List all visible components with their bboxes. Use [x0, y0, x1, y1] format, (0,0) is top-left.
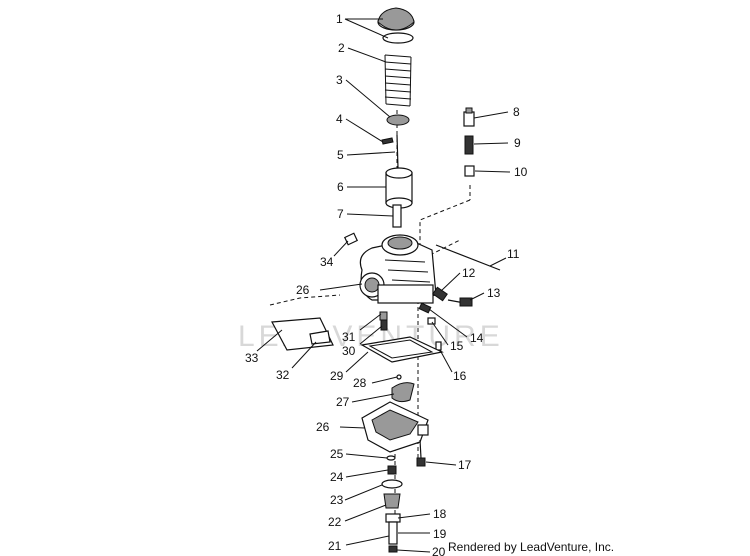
callout-3: 3 — [336, 73, 343, 87]
callout-11: 11 — [507, 247, 520, 261]
part-20-plug — [388, 545, 398, 553]
callout-14: 14 — [470, 331, 484, 345]
part-26-float-bowl — [361, 401, 429, 453]
callout-32: 32 — [276, 368, 290, 382]
part-9-spring — [464, 135, 474, 155]
callout-24: 24 — [330, 470, 344, 484]
part-34-cap — [343, 232, 359, 246]
part-23-washer — [381, 479, 403, 489]
part-25-o-ring — [386, 455, 396, 461]
callout-31: 31 — [342, 330, 356, 344]
part-22-holder — [383, 493, 401, 509]
part-28-pin — [396, 374, 402, 380]
callout-19: 19 — [433, 527, 447, 541]
callout-21: 21 — [328, 539, 342, 553]
part-3-washer — [386, 114, 410, 126]
part-2-spring — [384, 54, 412, 107]
leader-lines — [256, 18, 511, 553]
part-8-cable-adjuster — [463, 107, 475, 127]
part-11-pin — [435, 244, 501, 271]
callout-5: 5 — [337, 148, 344, 162]
callout-4: 4 — [336, 112, 343, 126]
part-1-cap — [377, 7, 415, 44]
part-10-nut — [464, 165, 475, 177]
part-4-clip — [381, 137, 394, 145]
callout-29: 29 — [330, 369, 344, 383]
callout-16: 16 — [453, 369, 467, 383]
callout-10: 10 — [514, 165, 528, 179]
part-13-screw — [447, 297, 473, 307]
part-29-gasket — [360, 336, 444, 363]
callout-33: 33 — [245, 351, 259, 365]
part-5-needle — [396, 134, 399, 169]
part-17-bolt — [416, 439, 426, 467]
callout-18: 18 — [433, 507, 447, 521]
callout-23: 23 — [330, 493, 344, 507]
credit-text: Rendered by LeadVenture, Inc. — [446, 540, 617, 554]
callout-9: 9 — [514, 136, 521, 150]
callout-17: 17 — [458, 458, 472, 472]
callout-2: 2 — [338, 41, 345, 55]
callout-25: 25 — [330, 447, 344, 461]
callout-12: 12 — [462, 266, 476, 280]
callout-labels: 1 2 3 4 5 6 7 8 9 10 11 12 13 14 15 16 1… — [245, 12, 528, 556]
callout-30: 30 — [342, 344, 356, 358]
callout-28: 28 — [353, 376, 367, 390]
part-16-jet — [435, 341, 442, 351]
part-15-washer — [427, 317, 436, 325]
callout-22: 22 — [328, 515, 342, 529]
carburetor-body — [359, 234, 437, 304]
part-7-needle-jet — [392, 204, 402, 228]
part-21-holder — [385, 513, 401, 545]
callout-7: 7 — [337, 207, 344, 221]
part-12-spring — [432, 286, 448, 302]
part-27-float — [391, 382, 415, 403]
callout-34: 34 — [320, 255, 334, 269]
callout-26-upper: 26 — [296, 283, 310, 297]
callout-13: 13 — [487, 286, 501, 300]
part-33-float — [271, 317, 334, 351]
part-24-jet — [387, 465, 397, 475]
part-30-jet — [380, 319, 388, 331]
callout-6: 6 — [337, 180, 344, 194]
callout-1: 1 — [336, 12, 343, 26]
callout-26-lower: 26 — [316, 420, 330, 434]
part-6-slide — [385, 167, 413, 209]
callout-27: 27 — [336, 395, 350, 409]
callout-20: 20 — [432, 545, 446, 556]
part-31-jet — [379, 311, 388, 321]
callout-15: 15 — [450, 339, 464, 353]
part-14-screw — [418, 302, 432, 314]
callout-8: 8 — [513, 105, 520, 119]
